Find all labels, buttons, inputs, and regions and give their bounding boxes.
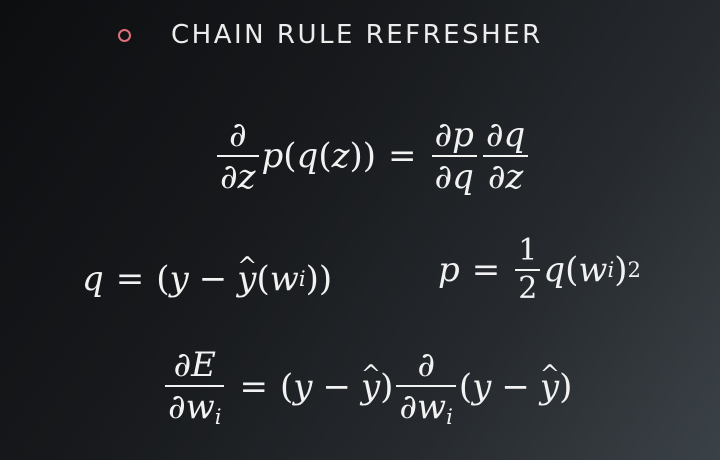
slide-header: CHAIN RULE REFRESHER xyxy=(118,18,543,52)
error-gradient-equation: ∂E∂wi = (y−y) ∂∂wi (y−y) xyxy=(162,348,572,427)
q-definition-equation: q = (y−y(wi)) xyxy=(82,262,332,296)
circle-bullet-icon xyxy=(118,28,131,42)
chain-rule-equation: ∂∂z p(q(z)) = ∂p∂q ∂q∂z xyxy=(214,118,531,194)
slide-title: CHAIN RULE REFRESHER xyxy=(171,20,543,50)
